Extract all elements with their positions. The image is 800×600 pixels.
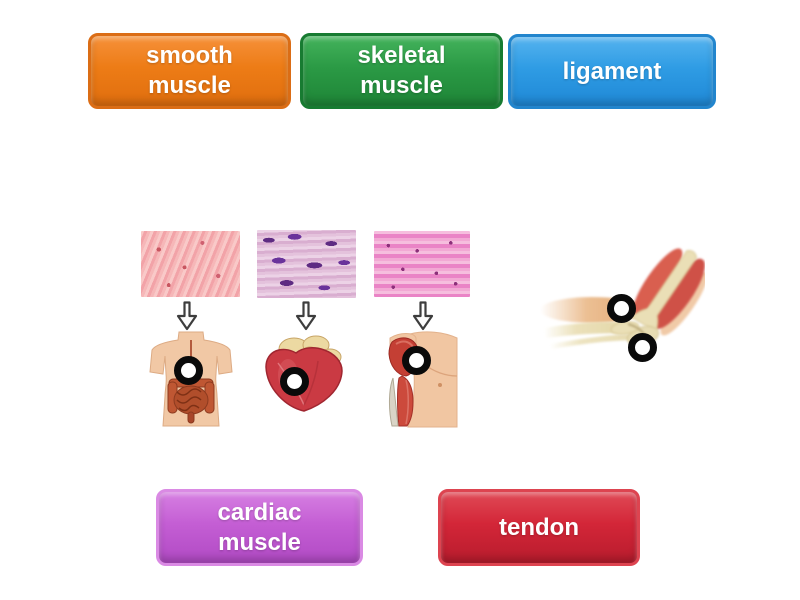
- answer-pin-heart[interactable]: [280, 367, 309, 396]
- label-pin-circle: [599, 123, 625, 148]
- label-smooth-muscle-text: smooth muscle: [146, 42, 233, 99]
- down-arrow-icon: [176, 301, 198, 331]
- label-pin-stem: [185, 100, 194, 126]
- label-pin-circle: [177, 122, 202, 147]
- label-ligament-text: ligament: [562, 57, 662, 85]
- label-smooth-muscle[interactable]: smooth muscle: [88, 33, 291, 147]
- label-skeletal-muscle[interactable]: skeletal muscle: [300, 33, 503, 147]
- label-pin-stem: [534, 472, 544, 498]
- answer-pin-upper-arm[interactable]: [402, 346, 431, 375]
- label-cardiac-muscle-text: cardiac muscle: [217, 498, 302, 556]
- label-ligament[interactable]: ligament: [508, 34, 716, 148]
- smooth-muscle-micrograph-image: [141, 231, 240, 297]
- label-pin-circle: [389, 122, 414, 147]
- upper-arm-muscle-illustration: [388, 331, 458, 428]
- label-cardiac-muscle[interactable]: cardiac muscle: [156, 453, 363, 566]
- label-skeletal-muscle-text: skeletal muscle: [357, 42, 446, 99]
- label-tendon-text: tendon: [499, 513, 579, 541]
- label-pin-stem: [397, 100, 406, 126]
- cardiac-muscle-micrograph-image: [257, 230, 356, 298]
- answer-pin-torso-abdomen[interactable]: [174, 356, 203, 385]
- label-pin-stem: [255, 472, 264, 498]
- skeletal-muscle-micrograph-image: [374, 231, 470, 297]
- down-arrow-icon: [295, 301, 317, 331]
- elbow-joint-illustration: [540, 248, 705, 349]
- down-arrow-icon: [412, 301, 434, 331]
- label-tendon[interactable]: tendon: [438, 453, 640, 566]
- label-pin-stem: [607, 101, 617, 127]
- label-pin-circle: [247, 453, 272, 478]
- answer-pin-elbow-lower[interactable]: [628, 333, 657, 362]
- label-pin-circle: [526, 453, 552, 478]
- answer-pin-elbow-upper[interactable]: [607, 294, 636, 323]
